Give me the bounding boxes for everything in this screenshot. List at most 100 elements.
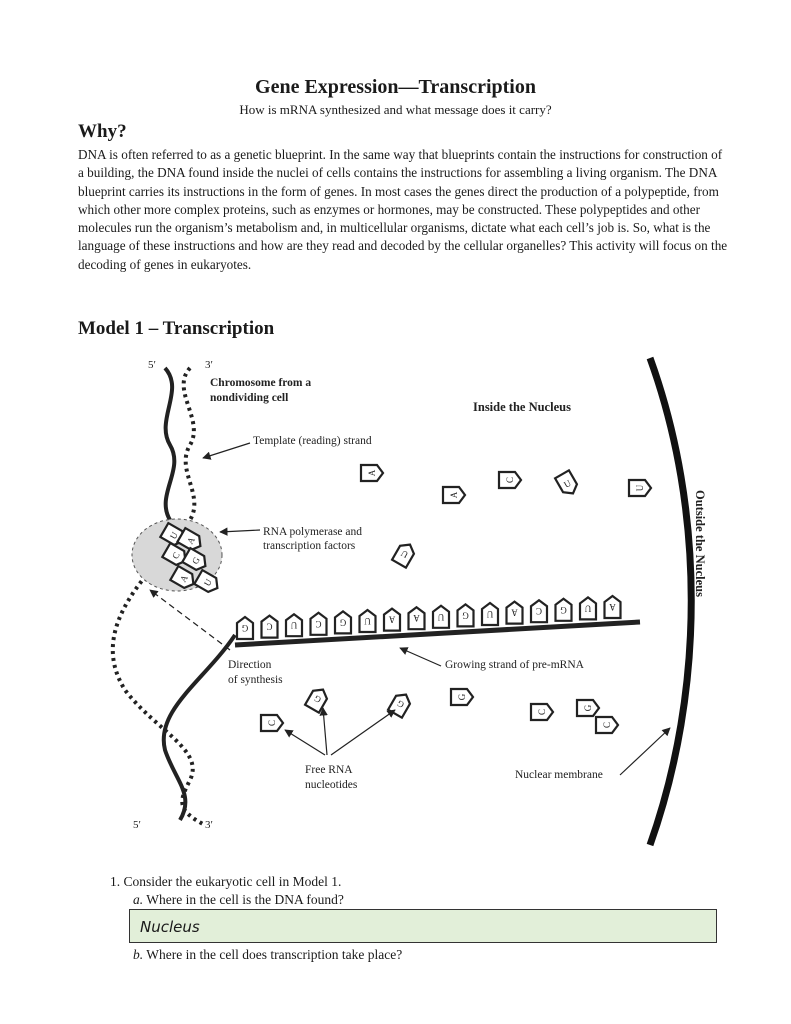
- dna-coding-strand-top: [153, 366, 197, 567]
- why-paragraph: DNA is often referred to as a genetic bl…: [78, 147, 728, 272]
- mrna-base: A: [505, 600, 524, 625]
- mrna-base-letter: G: [462, 610, 469, 620]
- bubble-base-letter: C: [170, 550, 182, 560]
- mrna-base-letter: U: [290, 620, 297, 630]
- free-nucleotide: C: [259, 713, 285, 733]
- bubble-base-letter: U: [202, 577, 214, 588]
- free-rna-arrow-1: [284, 729, 326, 756]
- free-nucleotide: G: [449, 687, 475, 707]
- label-growing-strand: Growing strand of pre-mRNA: [445, 659, 585, 671]
- growing-strand-arrow: [399, 647, 442, 667]
- nuclear-membrane: [646, 356, 695, 847]
- answer-field-1a[interactable]: Nucleus: [129, 909, 717, 943]
- question-1a-text: Where in the cell is the DNA found?: [143, 892, 344, 907]
- free-nucleotide-letter: C: [267, 720, 277, 726]
- mrna-base: C: [529, 598, 549, 624]
- label-direction-2: of synthesis: [228, 674, 283, 686]
- answer-text-1a: Nucleus: [140, 918, 200, 936]
- label-rna-pol-1: RNA polymerase and: [263, 526, 362, 538]
- free-nucleotide-letter: U: [399, 548, 410, 560]
- label-5prime-top: 5′: [148, 359, 156, 371]
- free-nucleotide-letter: U: [635, 484, 645, 491]
- question-1: 1. Consider the eukaryotic cell in Model…: [110, 874, 342, 889]
- label-inside-nucleus: Inside the Nucleus: [473, 400, 571, 414]
- free-nucleotide-letter: U: [562, 478, 573, 490]
- mrna-base-letter: G: [241, 623, 248, 633]
- mrna-base-letter: A: [609, 602, 616, 612]
- question-1b-letter: b.: [133, 947, 144, 962]
- mrna-base: G: [235, 615, 255, 641]
- mrna-base-letter: A: [511, 608, 518, 618]
- mrna-base-letter: U: [364, 616, 371, 626]
- question-1a-letter: a.: [133, 892, 144, 907]
- question-1b: b. Where in the cell does transcription …: [133, 947, 402, 963]
- bubble-base: G: [180, 546, 207, 572]
- bubble-base-letter: A: [178, 573, 190, 584]
- free-nucleotide-letter: G: [457, 693, 467, 700]
- mrna-base: U: [431, 604, 451, 629]
- mrna-base: U: [284, 612, 304, 638]
- free-nucleotide-letter: C: [505, 477, 515, 483]
- label-direction-1: Direction: [228, 659, 272, 671]
- mrna-base-letter: G: [560, 605, 567, 615]
- free-rna-arrow-3: [330, 709, 396, 756]
- mrna-base-letter: A: [388, 615, 395, 625]
- mrna-base-letter: C: [266, 622, 272, 632]
- mrna-base: C: [260, 614, 279, 639]
- label-template-strand: Template (reading) strand: [253, 435, 372, 447]
- bubble-base: U: [192, 568, 219, 594]
- membrane-arrow: [619, 727, 671, 776]
- mrna-bases: G C U C G U A A U G U A C G U A: [235, 594, 622, 641]
- mrna-base-letter: U: [584, 603, 591, 613]
- model-heading: Model 1 – Transcription: [78, 318, 275, 339]
- free-nucleotide: G: [575, 698, 601, 718]
- free-nucleotide: C: [497, 470, 523, 490]
- free-nucleotide: A: [441, 485, 467, 505]
- mrna-base: U: [480, 601, 500, 627]
- free-nucleotide: U: [390, 543, 416, 570]
- mrna-base: G: [456, 603, 475, 628]
- label-outside-nucleus: Outside the Nucleus: [693, 490, 707, 597]
- page-subtitle: How is mRNA synthesized and what message…: [239, 102, 552, 117]
- label-5prime-bottom: 5′: [133, 819, 141, 831]
- direction-arrow: [149, 589, 231, 651]
- label-3prime-top: 3′: [205, 359, 213, 371]
- dna-coding-strand-lower: [110, 563, 206, 827]
- free-nucleotide-letter: C: [537, 709, 547, 715]
- free-nucleotide-letter: A: [367, 469, 377, 476]
- free-rna-arrow-2: [319, 707, 328, 756]
- why-heading: Why?: [78, 121, 127, 142]
- mrna-base: U: [578, 596, 598, 621]
- mrna-base-letter: A: [413, 613, 420, 623]
- mrna-base-letter: U: [437, 612, 444, 622]
- template-arrow: [202, 442, 251, 460]
- mrna-backbone: [234, 619, 641, 648]
- mrna-base: U: [358, 608, 377, 634]
- bubble-base: A: [168, 564, 195, 590]
- mrna-base-letter: G: [339, 617, 346, 627]
- label-rna-pol-2: transcription factors: [263, 540, 356, 552]
- free-nucleotide: U: [553, 468, 579, 495]
- label-chromosome-2: nondividing cell: [210, 392, 288, 404]
- label-chromosome-1: Chromosome from a: [210, 377, 311, 389]
- free-nucleotide-letter: A: [449, 491, 459, 498]
- free-nucleotide: C: [529, 702, 555, 722]
- label-free-rna-1: Free RNA: [305, 764, 353, 776]
- free-nucleotide: C: [594, 715, 620, 735]
- free-nucleotide: G: [303, 688, 329, 715]
- mrna-base: A: [603, 594, 622, 620]
- label-free-rna-2: nucleotides: [305, 779, 358, 791]
- question-1b-text: Where in the cell does transcription tak…: [143, 947, 403, 962]
- bubble-base-letter: U: [168, 530, 180, 541]
- mrna-base-letter: C: [315, 619, 321, 629]
- mrna-base-letter: U: [486, 609, 493, 619]
- mrna-base: G: [333, 610, 353, 635]
- mrna-base: A: [382, 607, 402, 632]
- mrna-base-letter: C: [536, 606, 542, 616]
- mrna-base: C: [309, 611, 328, 636]
- free-nucleotides: A A C U U G G G G U C C C: [259, 463, 653, 735]
- free-nucleotide-letter: G: [395, 698, 406, 710]
- free-nucleotide-letter: G: [312, 693, 323, 705]
- free-nucleotide-letter: C: [602, 722, 612, 728]
